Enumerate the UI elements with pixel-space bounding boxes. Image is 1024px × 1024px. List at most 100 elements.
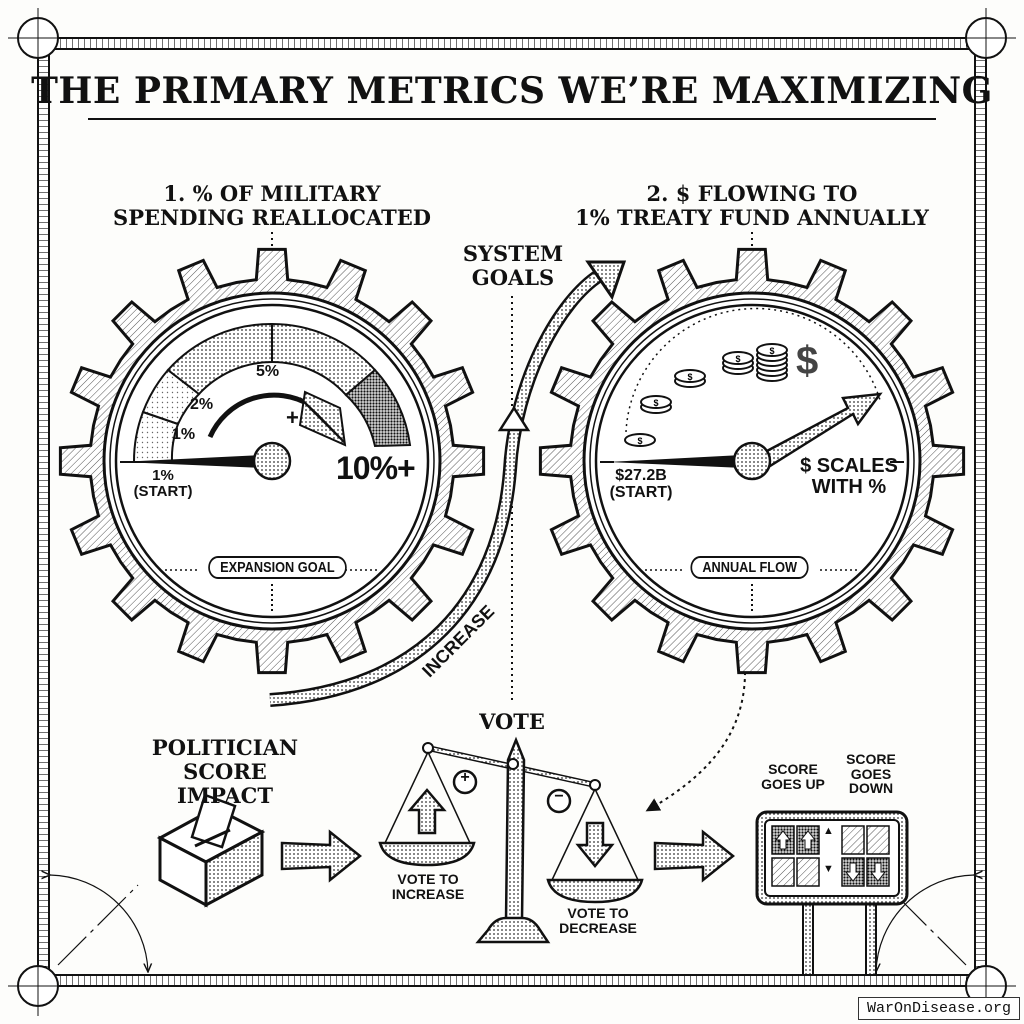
score-cell	[841, 825, 865, 855]
metric2-heading-line1: 2. $ FLOWING TO	[646, 181, 858, 206]
vote-decrease-line1: VOTE TO	[567, 905, 629, 921]
coin-dollar-glyph: $	[769, 346, 774, 356]
coin-stacks: $ $ $ $ $	[624, 343, 788, 447]
score-up-line2: GOES UP	[761, 775, 825, 792]
scales-line2: WITH %	[811, 476, 887, 498]
vote-decrease-line2: DECREASE	[559, 919, 637, 936]
dollar-gauge: $ $ $ $ $	[600, 307, 904, 612]
score-goes-down-label: SCORE GOES DOWN	[838, 752, 904, 796]
percent-gauge	[120, 322, 412, 612]
coin-dollar-glyph: $	[687, 372, 692, 382]
vote-to-increase: VOTE TO INCREASE	[385, 872, 471, 901]
growth-arrow	[763, 392, 883, 468]
right-arrow-icon	[280, 829, 363, 883]
plus-sign: +	[286, 405, 299, 430]
score-cell	[771, 825, 795, 855]
score-cell	[796, 857, 820, 887]
metric1-start-note: (START)	[133, 482, 193, 500]
down-arrow-icon	[844, 862, 862, 882]
page-title: THE PRIMARY METRICS WE’RE MAXIMIZING	[31, 70, 993, 112]
up-arrow-icon	[407, 788, 447, 835]
needle-hub	[732, 441, 772, 481]
coin-stack-icon: $	[756, 343, 788, 382]
right-pan	[546, 878, 644, 904]
coin-dollar-glyph: $	[735, 354, 740, 364]
right-arrow-icon	[653, 829, 736, 883]
minus-badge-icon	[546, 788, 572, 814]
balance-scale-icon	[378, 736, 644, 944]
curve-arrow-head	[298, 390, 347, 447]
frame-right-rail	[974, 37, 987, 987]
metric1-start-value: 1%	[152, 467, 174, 484]
metric1-start: 1% (START)	[128, 468, 198, 500]
corner-crosshair-bottom-left	[8, 956, 68, 1016]
angle-arc-bottom-left	[50, 875, 148, 972]
gauge-band-10pct	[344, 368, 412, 448]
metric2-start-note: (START)	[609, 483, 673, 501]
score-up-line1: SCORE	[768, 761, 818, 777]
metric1-heading-line2: SPENDING REALLOCATED	[113, 205, 431, 230]
up-arrow-icon	[774, 830, 792, 850]
gauge-needle	[608, 455, 744, 468]
coin-stack-icon: $	[722, 351, 754, 375]
gauge-needle	[120, 455, 264, 468]
left-pan	[378, 841, 476, 867]
scales-with-percent: $ SCALES WITH %	[794, 456, 904, 498]
gauge-label-2pct: 2%	[190, 396, 214, 413]
vote-increase-line2: INCREASE	[391, 885, 465, 902]
expansion-goal-pill: EXPANSION GOAL	[208, 556, 347, 579]
plus-badge-label: +	[460, 769, 470, 786]
frame-bottom-rail	[37, 974, 987, 987]
coin-dollar-glyph: $	[653, 398, 658, 408]
down-marker-icon: ▼	[823, 863, 834, 875]
increase-curve-arrow	[207, 392, 312, 439]
watermark-link[interactable]: WarOnDisease.org	[857, 997, 1020, 1020]
politician-line1: POLITICIAN	[151, 735, 299, 760]
vote-to-decrease: VOTE TO DECREASE	[555, 906, 641, 935]
frame-top-rail	[37, 37, 987, 50]
politician-line2: SCORE IMPACT	[177, 759, 273, 808]
minus-badge-label: −	[554, 788, 564, 805]
score-cell	[796, 825, 820, 855]
down-arrow-icon	[869, 862, 887, 882]
corner-crosshair-top-right	[956, 8, 1016, 68]
score-goes-up-label: SCORE GOES UP	[760, 762, 826, 791]
score-cell	[771, 857, 795, 887]
ballot-box-icon	[156, 793, 266, 908]
system-goals-line1: SYSTEM	[462, 241, 564, 266]
metric2-start: $27.2B (START)	[606, 467, 676, 502]
vote-heading: VOTE	[479, 709, 545, 734]
metric2-start-value: $27.2B	[615, 467, 667, 484]
score-down-line1: SCORE	[846, 751, 896, 767]
coin-dollar-glyph: $	[637, 436, 642, 446]
metric1-heading: 1. % OF MILITARY SPENDING REALLOCATED	[92, 182, 452, 230]
score-cell	[866, 825, 890, 855]
increase-arrow-head	[585, 260, 627, 301]
gauge-label-5pct: 5%	[256, 363, 280, 380]
down-arrow-icon	[575, 821, 615, 868]
up-arrow-icon	[799, 830, 817, 850]
scales-line1: $ SCALES	[800, 455, 898, 477]
target-value: 10%+	[336, 450, 416, 486]
system-goals-label: SYSTEM GOALS	[438, 242, 588, 290]
metric2-heading: 2. $ FLOWING TO 1% TREATY FUND ANNUALLY	[572, 182, 932, 230]
coin-stack-icon: $	[624, 433, 656, 447]
metric2-heading-line2: 1% TREATY FUND ANNUALLY	[575, 205, 929, 230]
blueprint-frame	[8, 8, 1016, 1016]
frame-left-rail	[37, 37, 50, 987]
mid-arrow-head	[497, 405, 531, 432]
vote-increase-line1: VOTE TO	[397, 871, 459, 887]
gauge-label-1pct: 1%	[172, 426, 196, 443]
score-down-line3: DOWN	[848, 780, 894, 797]
score-cell	[866, 857, 890, 887]
politician-score-heading: POLITICIAN SCORE IMPACT	[140, 736, 310, 808]
needle-hub	[252, 441, 292, 481]
coin-stack-icon: $	[674, 369, 706, 388]
metric1-heading-line1: 1. % OF MILITARY	[163, 181, 381, 206]
increase-arrow	[269, 260, 627, 707]
plus-badge-icon	[452, 769, 478, 795]
dollar-sign-icon: $	[796, 339, 819, 383]
flow-dotted-arrow	[645, 671, 746, 812]
up-marker-icon: ▲	[823, 825, 834, 837]
